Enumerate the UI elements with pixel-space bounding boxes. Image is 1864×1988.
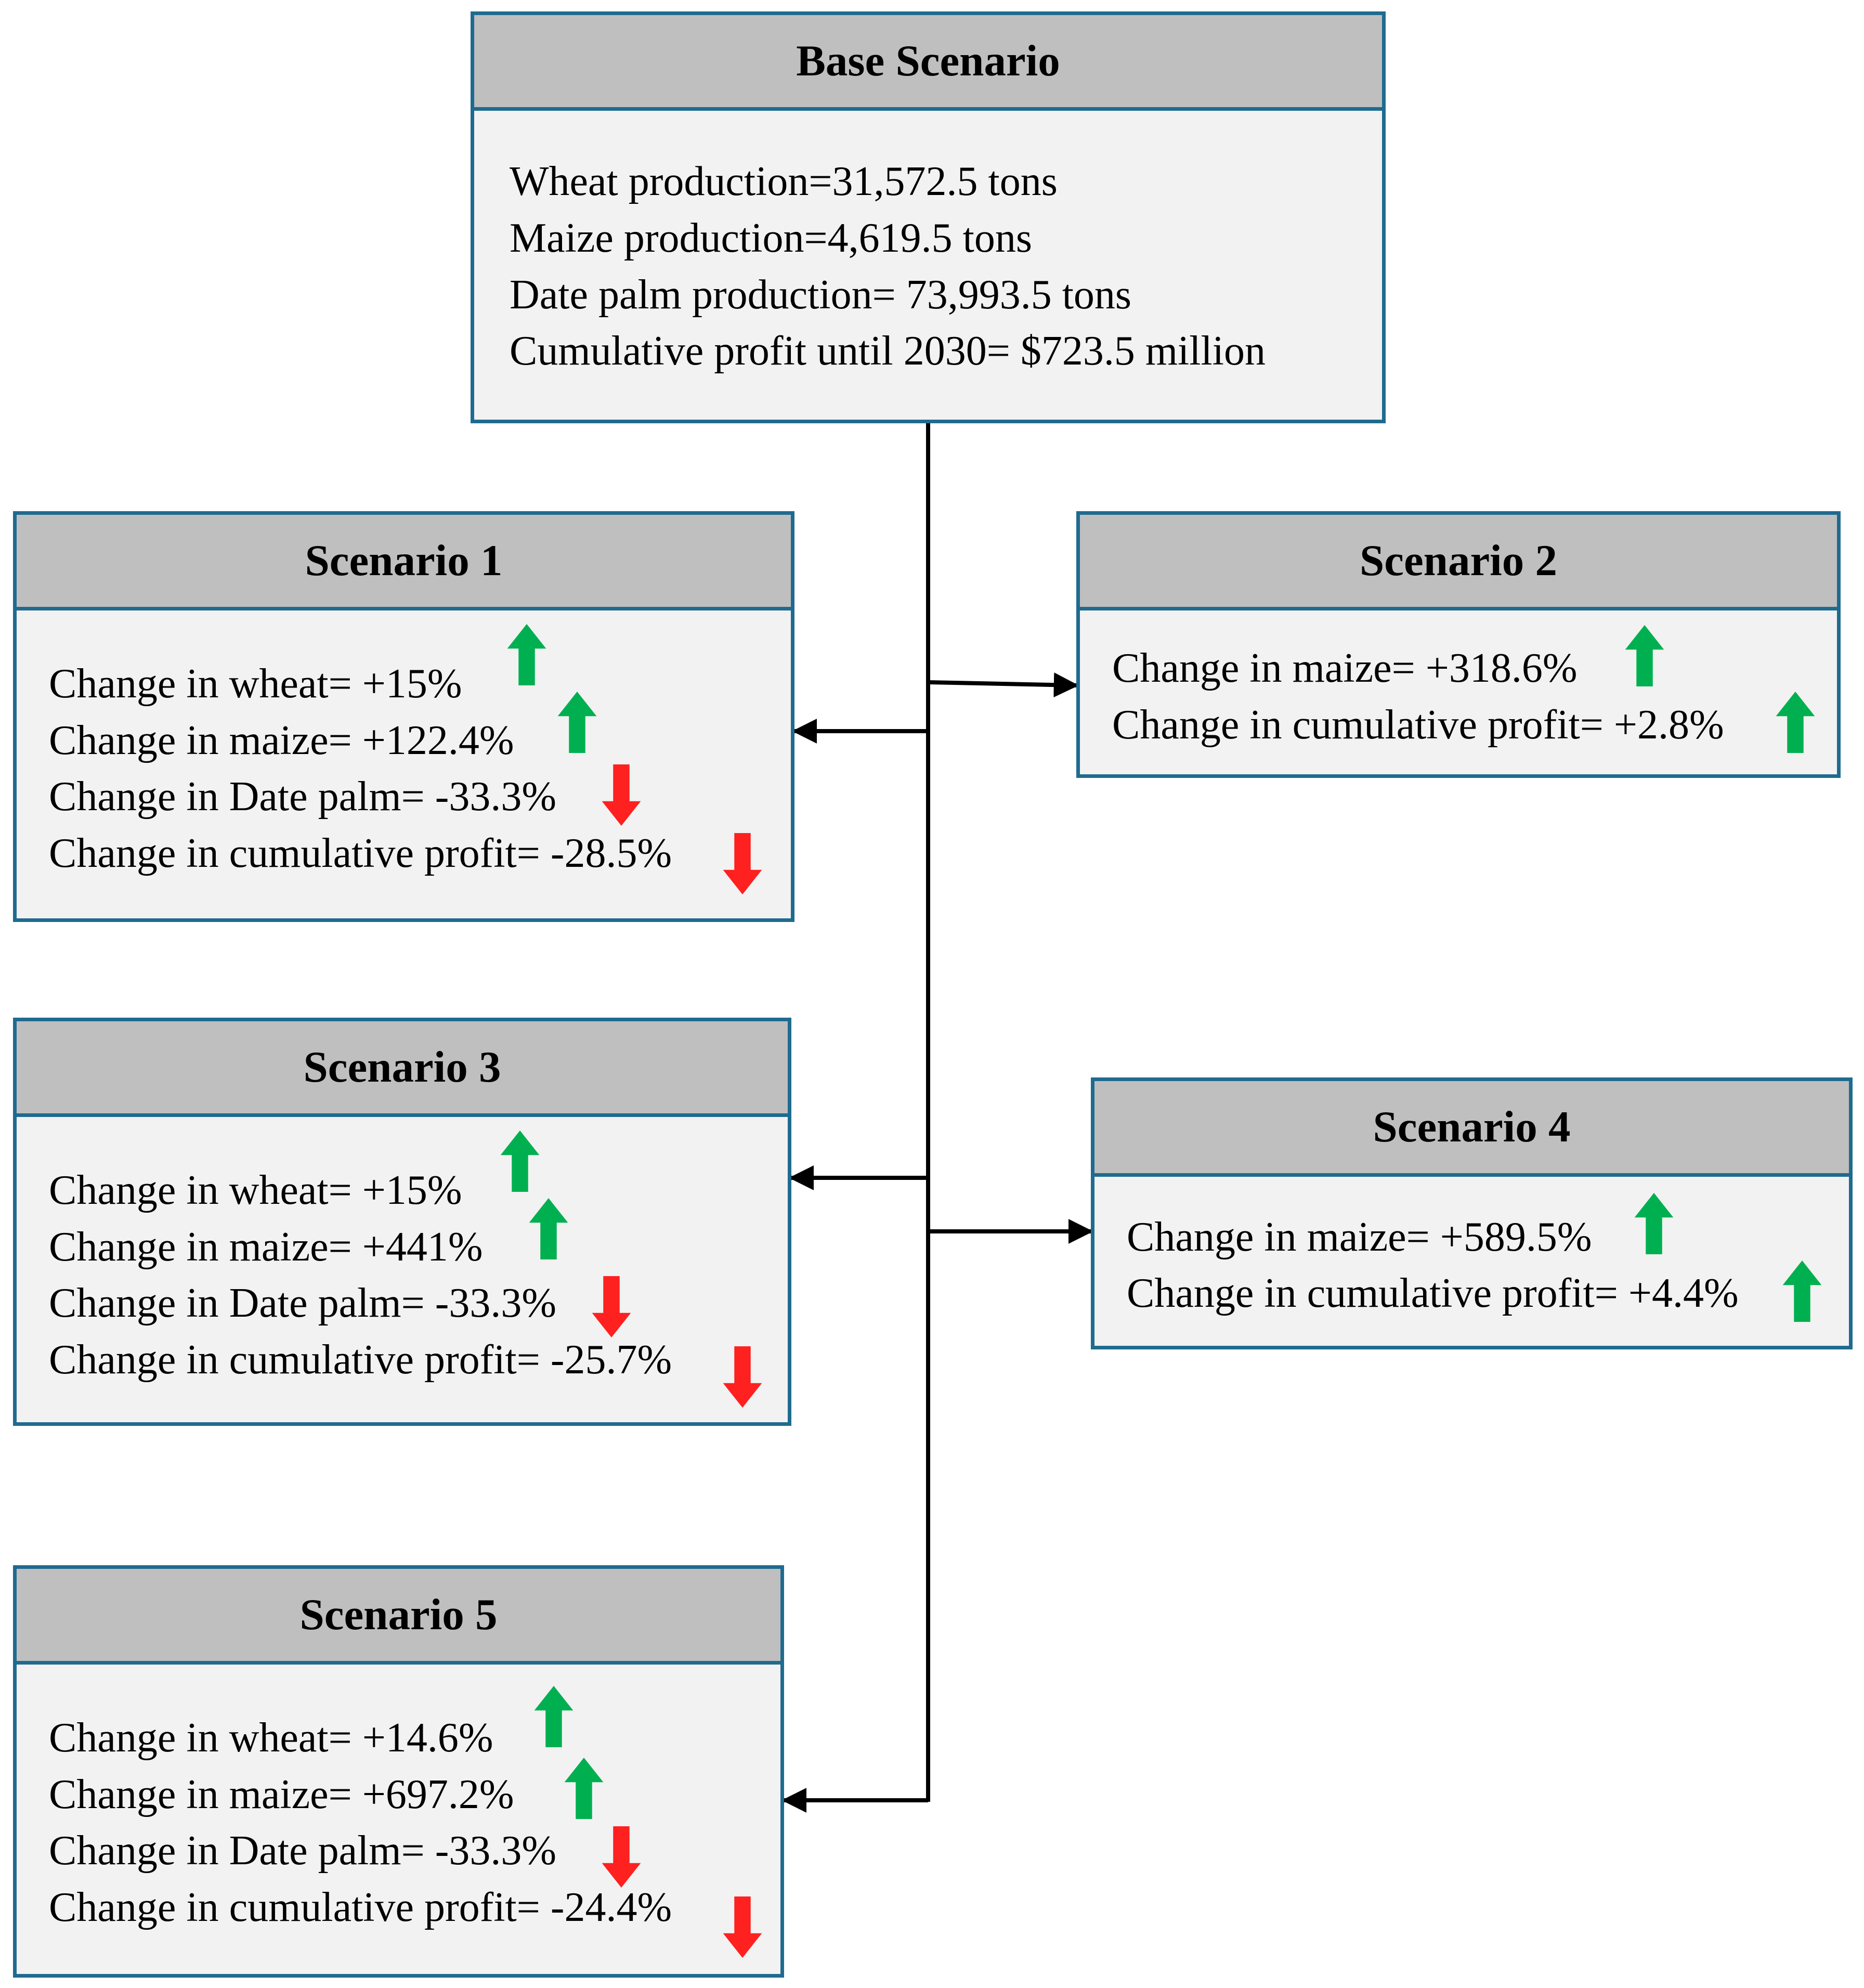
scenario-3-title: Scenario 3 — [17, 1021, 788, 1117]
scenario-3-box: Scenario 3 Change in wheat= +15% Change … — [13, 1018, 791, 1426]
up-arrow-icon — [1634, 1193, 1674, 1254]
down-arrow-icon — [602, 764, 641, 826]
scenario-1-title: Scenario 1 — [17, 515, 791, 610]
scenario-2-line-maize: Change in maize= +318.6% — [1112, 645, 1578, 691]
base-line-date-palm: Date palm production= 73,993.5 tons — [510, 272, 1132, 318]
scenario-3-line-wheat: Change in wheat= +15% — [49, 1167, 462, 1213]
down-arrow-icon — [723, 1896, 762, 1958]
up-arrow-icon — [1625, 625, 1664, 686]
scenario-1-line-profit: Change in cumulative profit= -28.5% — [49, 830, 672, 876]
scenario-4-line-profit: Change in cumulative profit= +4.4% — [1127, 1270, 1739, 1316]
down-arrow-icon — [723, 833, 762, 894]
scenario-5-box: Scenario 5 Change in wheat= +14.6% Chang… — [13, 1565, 784, 1978]
up-arrow-icon — [564, 1758, 604, 1819]
scenario-3-line-date-palm: Change in Date palm= -33.3% — [49, 1280, 556, 1326]
scenario-5-title: Scenario 5 — [17, 1569, 780, 1665]
up-arrow-icon — [557, 692, 597, 753]
up-arrow-icon — [534, 1686, 573, 1747]
scenario-2-line-profit: Change in cumulative profit= +2.8% — [1112, 702, 1724, 748]
scenario-3-line-profit: Change in cumulative profit= -25.7% — [49, 1337, 672, 1383]
scenario-5-line-wheat: Change in wheat= +14.6% — [49, 1715, 493, 1761]
up-arrow-icon — [529, 1198, 568, 1259]
down-arrow-icon — [592, 1276, 631, 1337]
scenario-1-box: Scenario 1 Change in wheat= +15% Change … — [13, 511, 794, 922]
scenario-5-line-maize: Change in maize= +697.2% — [49, 1772, 514, 1817]
up-arrow-icon — [507, 624, 546, 685]
scenario-1-line-date-palm: Change in Date palm= -33.3% — [49, 774, 556, 820]
scenario-5-line-profit: Change in cumulative profit= -24.4% — [49, 1885, 672, 1930]
connector-scenario-2 — [928, 672, 1079, 698]
scenario-2-title: Scenario 2 — [1080, 515, 1837, 610]
scenario-2-box: Scenario 2 Change in maize= +318.6% Chan… — [1076, 511, 1841, 778]
up-arrow-icon — [500, 1131, 540, 1192]
base-scenario-box: Base Scenario Wheat production=31,572.5 … — [471, 11, 1386, 423]
up-arrow-icon — [1782, 1261, 1822, 1322]
base-line-wheat: Wheat production=31,572.5 tons — [510, 159, 1058, 204]
scenario-1-line-wheat: Change in wheat= +15% — [49, 661, 462, 707]
base-scenario-title: Base Scenario — [474, 15, 1382, 111]
scenario-3-line-maize: Change in maize= +441% — [49, 1224, 483, 1270]
up-arrow-icon — [1776, 692, 1815, 753]
base-line-maize: Maize production=4,619.5 tons — [510, 215, 1032, 261]
scenario-1-line-maize: Change in maize= +122.4% — [49, 718, 514, 763]
scenario-5-line-date-palm: Change in Date palm= -33.3% — [49, 1828, 556, 1874]
down-arrow-icon — [723, 1346, 762, 1408]
down-arrow-icon — [602, 1826, 641, 1888]
scenario-4-box: Scenario 4 Change in maize= +589.5% Chan… — [1091, 1077, 1853, 1349]
scenario-4-line-maize: Change in maize= +589.5% — [1127, 1214, 1592, 1260]
scenario-4-title: Scenario 4 — [1094, 1081, 1849, 1177]
base-line-profit: Cumulative profit until 2030= $723.5 mil… — [510, 328, 1266, 374]
